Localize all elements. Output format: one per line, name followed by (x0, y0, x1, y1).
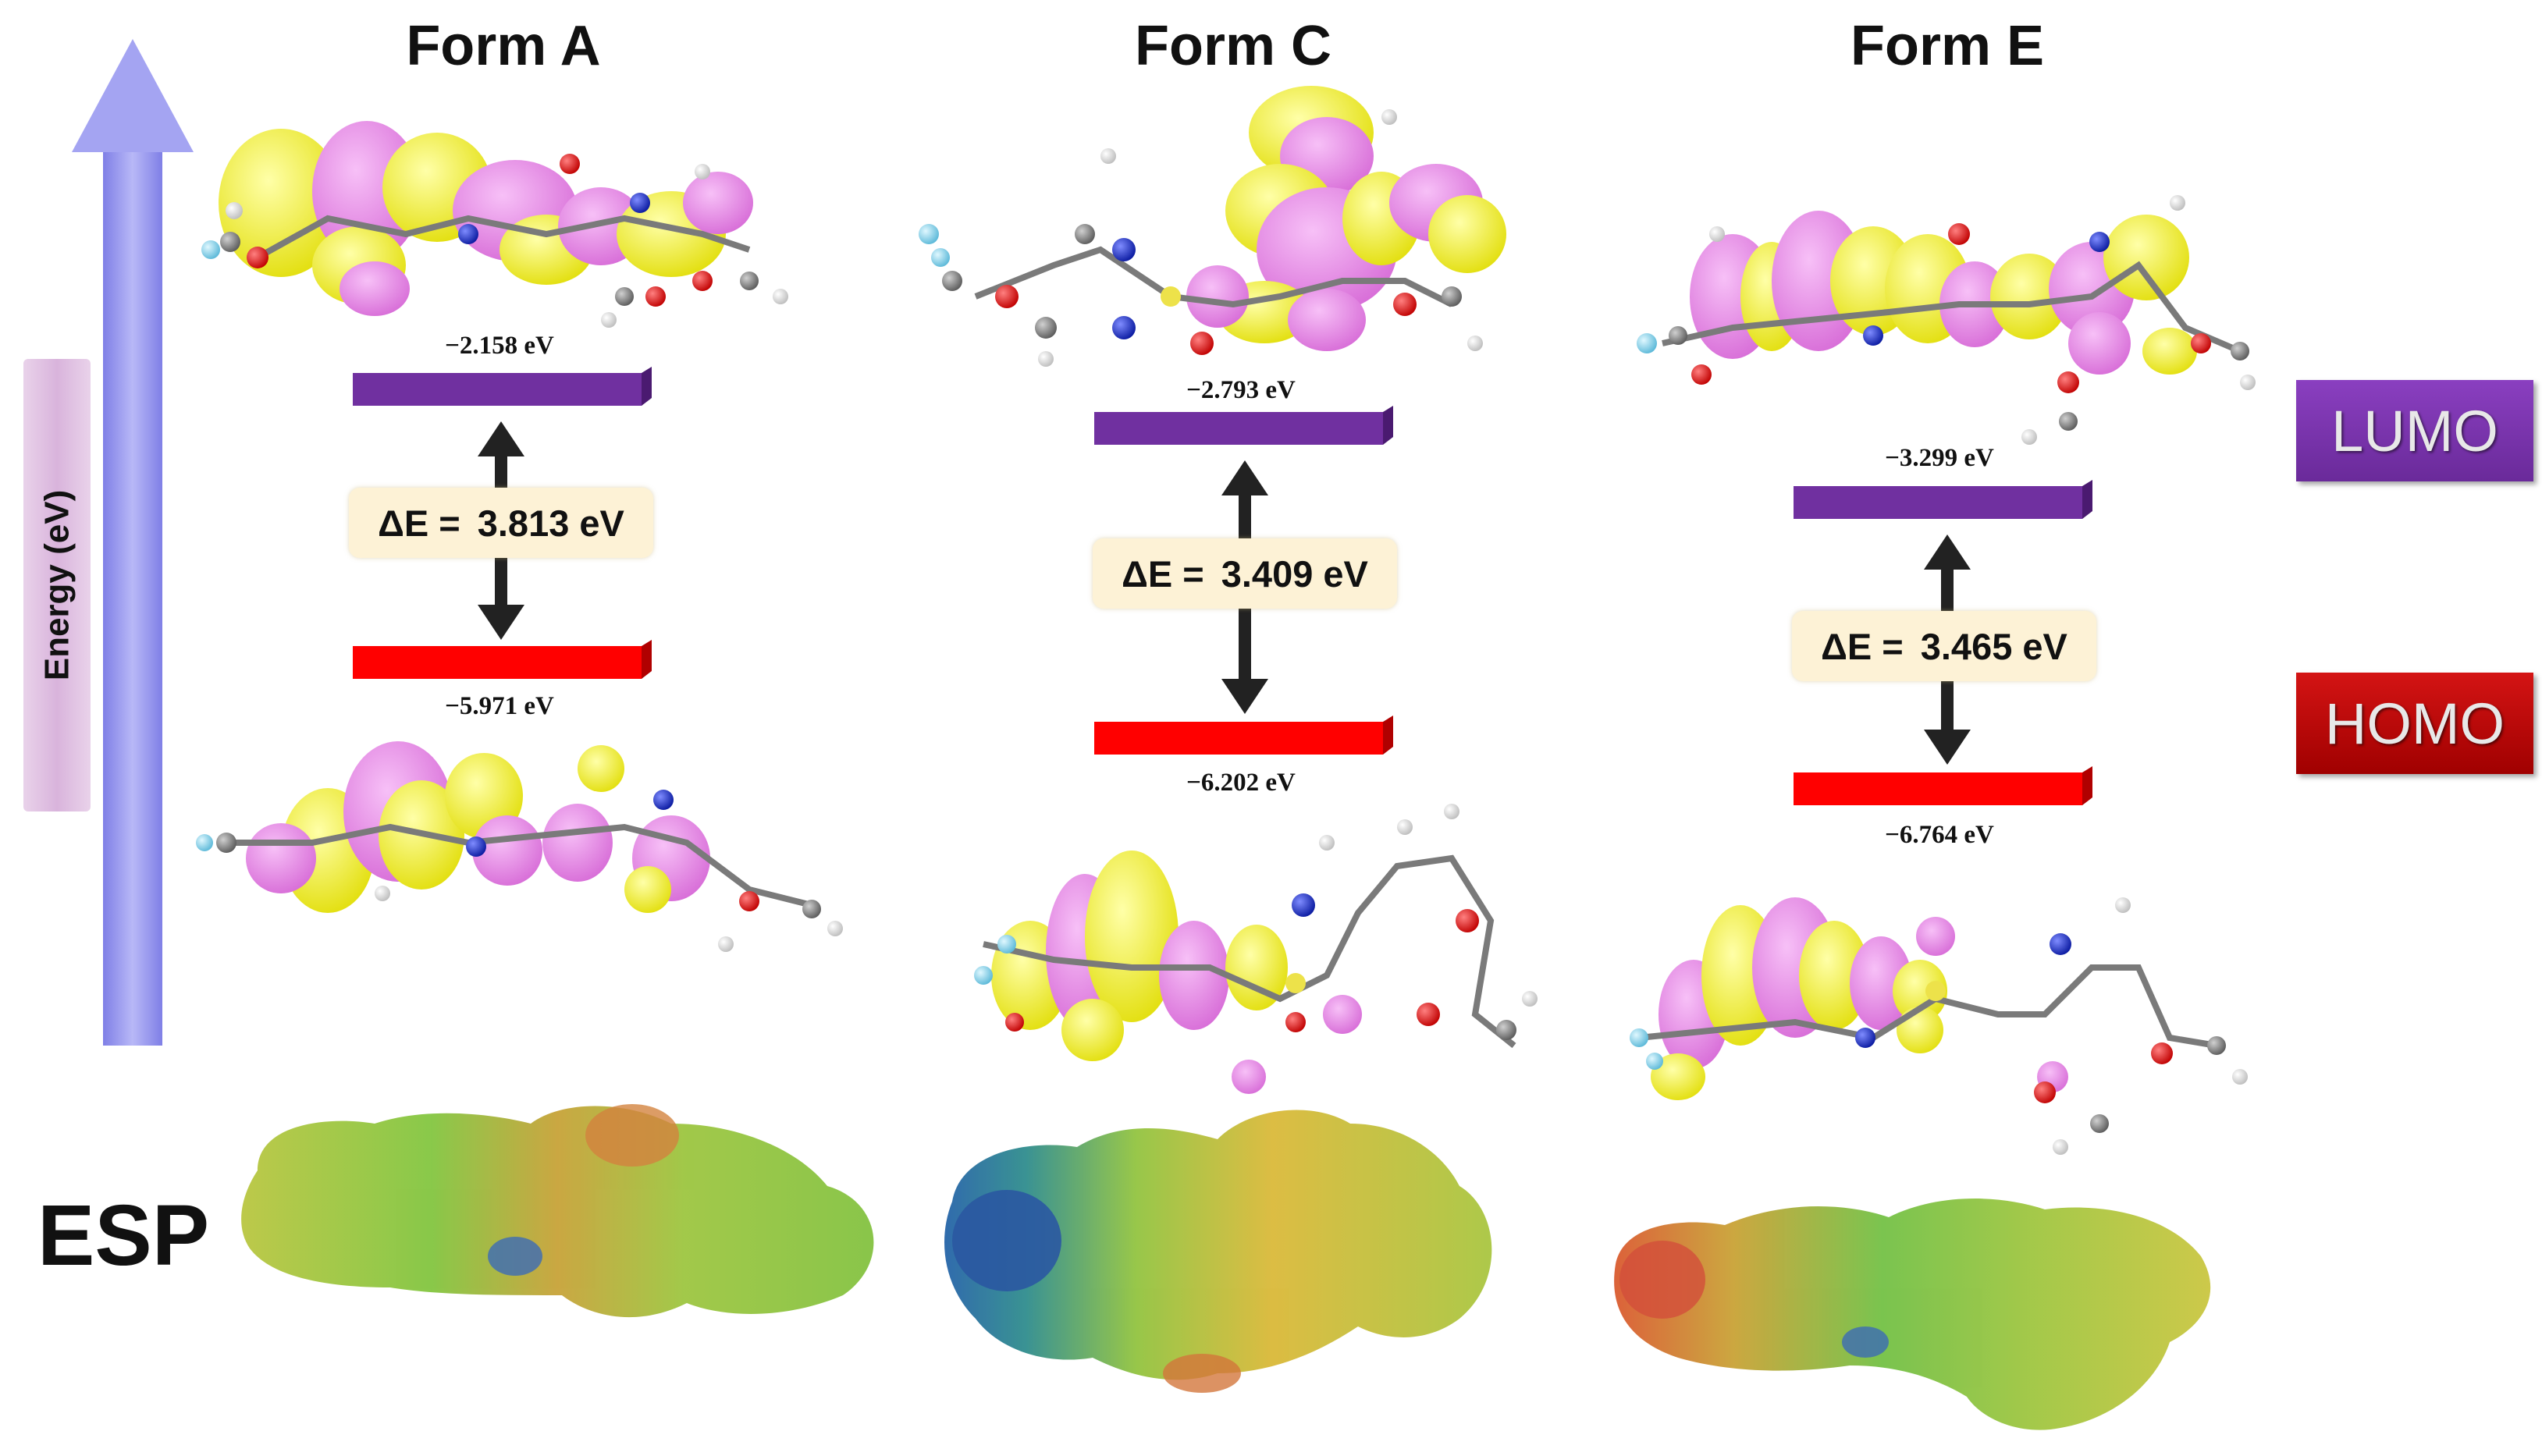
form-c-energy-gap: ΔE = 3.409 eV (1093, 538, 1397, 609)
form-e-homo-bar (1794, 766, 2092, 805)
form-e-lumo-energy: −3.299 eV (1885, 444, 1994, 472)
form-c-lumo-bar (1094, 406, 1393, 445)
gap-symbol: ΔE = (1122, 552, 1204, 595)
form-c-homo-energy: −6.202 eV (1186, 769, 1296, 797)
form-e-esp-surface (1614, 1199, 2211, 1430)
form-a-lumo-orbital (201, 121, 788, 328)
form-a-energy-gap: ΔE = 3.813 eV (349, 488, 653, 558)
form-e-lumo-bar (1794, 480, 2092, 519)
form-a-lumo-bar (353, 367, 652, 406)
form-c-title: Form C (1135, 15, 1331, 77)
energy-axis-label-text: Energy (eV) (37, 489, 76, 681)
form-a-homo-bar (353, 640, 652, 679)
form-e-homo-orbital (1630, 897, 2248, 1155)
form-c-lumo-orbital (919, 86, 1506, 367)
gap-symbol: ΔE = (378, 502, 460, 544)
gap-symbol: ΔE = (1821, 625, 1904, 667)
legend-lumo: LUMO (2296, 380, 2533, 481)
form-e-homo-energy: −6.764 eV (1885, 821, 1994, 849)
form-a-homo-orbital (196, 741, 843, 952)
form-e-title: Form E (1850, 15, 2045, 77)
form-c-homo-bar (1094, 716, 1393, 755)
gap-value: 3.465 eV (1920, 625, 2067, 667)
form-a-homo-energy: −5.971 eV (445, 692, 554, 720)
gap-value: 3.409 eV (1221, 552, 1368, 595)
form-c-homo-orbital (974, 804, 1538, 1094)
energy-axis-label: Energy (eV) (23, 359, 91, 811)
gap-value: 3.813 eV (477, 502, 624, 544)
energy-axis-arrow (72, 39, 194, 1046)
legend-homo: HOMO (2296, 673, 2533, 774)
form-a-title: Form A (406, 15, 601, 77)
form-e-lumo-orbital (1637, 195, 2256, 445)
esp-label: ESP (37, 1188, 210, 1284)
form-c-lumo-energy: −2.793 eV (1186, 376, 1296, 404)
form-e-energy-gap: ΔE = 3.465 eV (1792, 611, 2096, 681)
form-c-esp-surface (944, 1110, 1492, 1393)
form-a-lumo-energy: −2.158 eV (445, 332, 554, 360)
form-a-esp-surface (241, 1104, 874, 1318)
